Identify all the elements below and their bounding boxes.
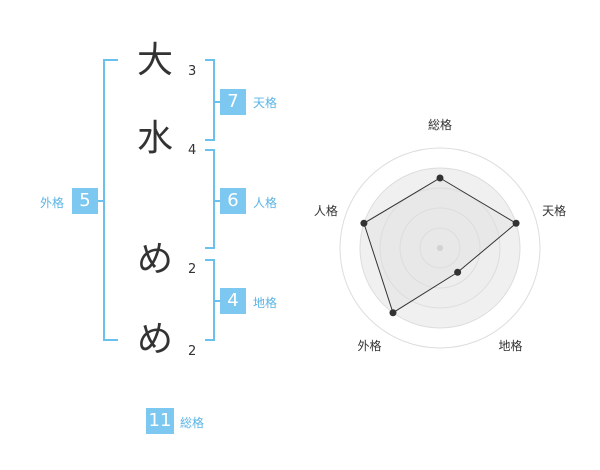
gaikaku-label: 外格 <box>40 196 65 210</box>
stroke-count-1: 3 <box>188 64 197 79</box>
radar-point <box>389 309 397 317</box>
radar-axis-label: 天格 <box>542 204 567 219</box>
radar-polygon <box>363 177 517 314</box>
jinkaku-value: 6 <box>220 188 246 214</box>
name-char-1: 大 <box>136 40 173 81</box>
stroke-count-3: 2 <box>188 262 197 277</box>
stroke-count-4: 2 <box>188 344 197 359</box>
soukaku-value: 11 <box>146 408 174 434</box>
radar-point <box>360 219 368 227</box>
radar-axis-label: 総格 <box>428 117 453 132</box>
stroke-count-2: 4 <box>188 143 197 158</box>
name-char-2: 水 <box>136 118 173 159</box>
chikaku-value: 4 <box>220 288 246 314</box>
radar-center <box>437 245 443 251</box>
radar-point <box>512 219 520 227</box>
radar-axis-label: 外格 <box>357 338 382 353</box>
gaikaku-value: 5 <box>72 188 98 214</box>
radar-axis-label: 地格 <box>498 338 523 353</box>
jinkaku-label: 人格 <box>253 196 278 210</box>
radar-point <box>436 174 444 182</box>
tenkaku-label: 天格 <box>253 96 278 110</box>
soukaku-label: 総格 <box>180 416 205 430</box>
tenkaku-value: 7 <box>220 89 246 115</box>
chikaku-label: 地格 <box>253 296 278 310</box>
tenkaku-bracket <box>205 59 215 141</box>
radar-point <box>454 268 462 276</box>
radar-axis-label: 人格 <box>313 204 338 219</box>
jinkaku-bracket <box>205 149 215 249</box>
name-char-4: め <box>136 319 173 360</box>
name-char-3: め <box>136 239 173 280</box>
